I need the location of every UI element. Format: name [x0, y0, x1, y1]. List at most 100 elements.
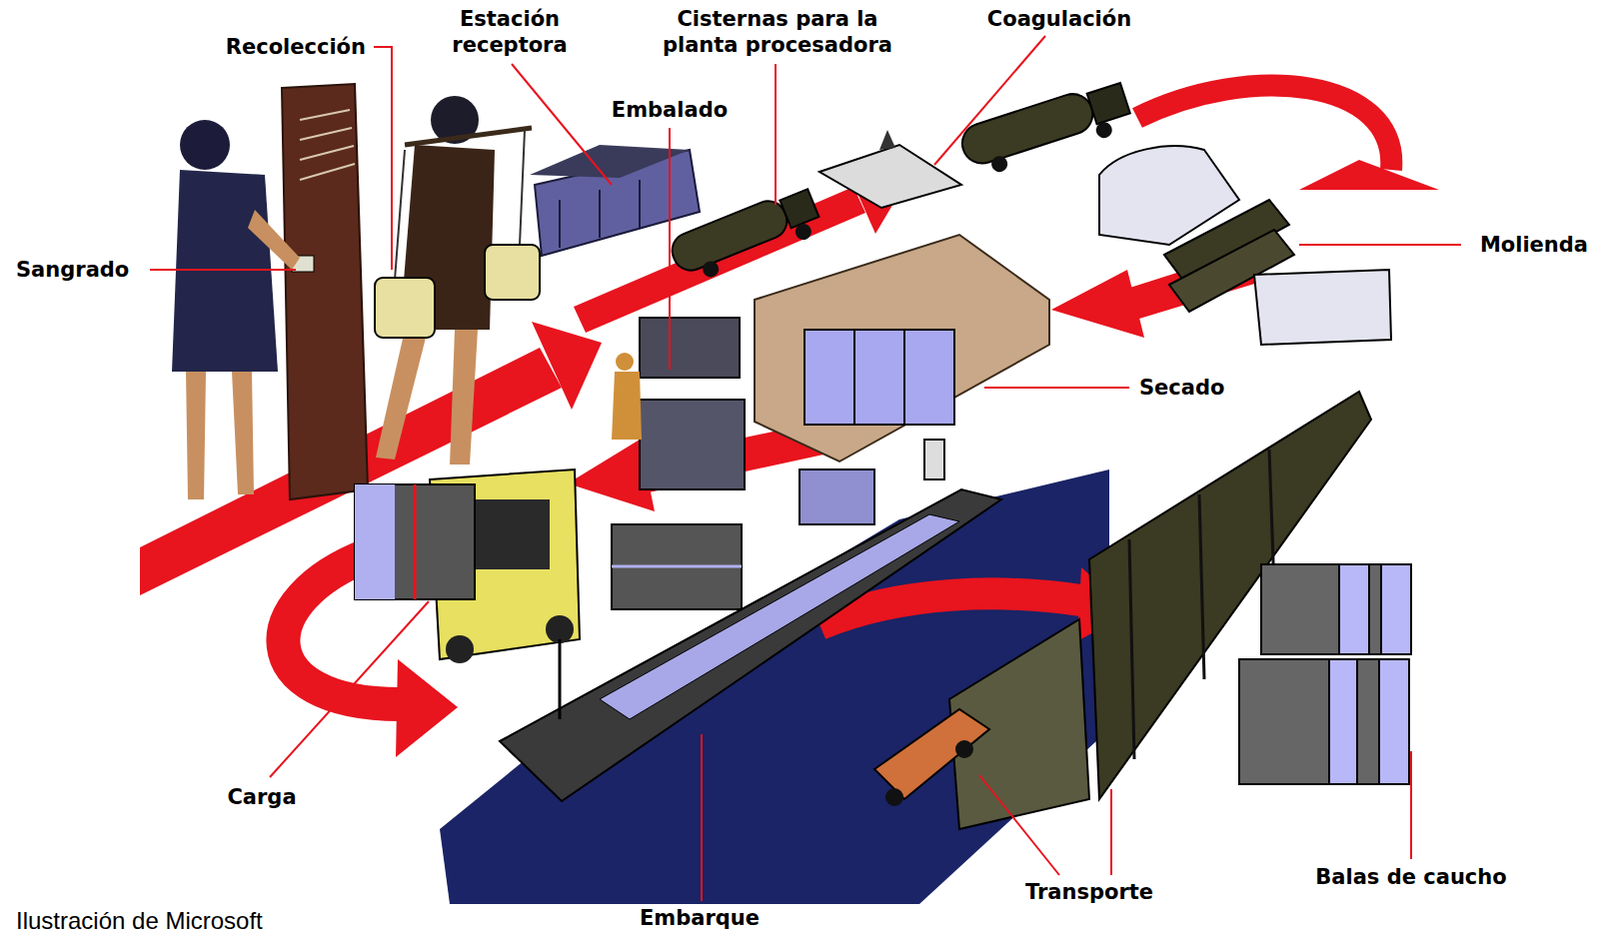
collector-figure [375, 329, 428, 460]
freight-train [1199, 494, 1205, 680]
drying-shed [754, 234, 1050, 462]
baling-station [615, 352, 634, 371]
leader-line [1110, 789, 1113, 876]
leader-line [1410, 751, 1413, 860]
stage-label: Carga [224, 784, 298, 811]
collector-figure [374, 95, 540, 465]
credit-text: Ilustración de Microsoft [13, 907, 265, 936]
coagulation-trough [819, 129, 962, 208]
flow-arrow [531, 321, 602, 410]
cargo-ship [499, 489, 1002, 802]
forklift [354, 484, 395, 600]
rubber-mill [1254, 269, 1392, 345]
tanker-truck [1094, 119, 1115, 140]
rubber-tree [281, 83, 368, 500]
delivery-truck [874, 709, 990, 807]
tanker-truck [666, 195, 792, 276]
tapper-figure [185, 371, 206, 500]
forklift [445, 635, 474, 664]
coagulation-trough [879, 129, 896, 150]
tapper-figure [179, 119, 230, 170]
stage-label: Embalado [609, 96, 730, 123]
leader-line [700, 734, 703, 902]
collector-figure [404, 127, 532, 145]
leader-line [774, 63, 777, 205]
stage-label: Embarque [637, 905, 762, 932]
rubber-bale-stack [1339, 564, 1370, 655]
collector-figure [374, 277, 435, 338]
flow-arrow [819, 593, 1088, 625]
forklift [413, 484, 417, 600]
leader-line [979, 775, 1060, 876]
rubber-bales [611, 524, 742, 610]
rubber-bale-stack [1239, 659, 1410, 785]
stage-label: Balas de caucho [1313, 864, 1509, 891]
cargo-ship [499, 439, 1002, 802]
forklift [354, 484, 475, 600]
collector-figure [519, 129, 525, 245]
tanker-truck [700, 258, 722, 280]
drying-shed [754, 234, 1050, 462]
flow-arrow [1051, 269, 1145, 338]
drying-shed [903, 329, 906, 425]
coagulation-trough [819, 144, 962, 208]
stage-label: Recolección [223, 33, 368, 60]
leader-line [984, 386, 1130, 389]
rubber-bale-stack [1329, 659, 1358, 785]
baling-station [611, 371, 642, 440]
rubber-bale-stack [1239, 564, 1412, 785]
tanker-truck [666, 184, 825, 288]
collector-figure [484, 244, 540, 300]
baling-station [639, 399, 745, 490]
rubber-tree [281, 83, 368, 500]
stage-label: Coagulación [985, 5, 1134, 32]
rubber-bale-stack [1379, 659, 1410, 785]
delivery-truck [885, 788, 904, 807]
rubber-bale-stack [1381, 564, 1412, 655]
rubber-tree [299, 163, 355, 180]
freight-train [1129, 539, 1135, 760]
rubber-bales [611, 565, 742, 569]
stage-label: Cisternas para la planta procesadora [640, 5, 915, 58]
leader-line [373, 46, 392, 270]
drying-shed [804, 329, 955, 425]
stage-label: Transporte [1023, 879, 1156, 906]
cargo-ship [599, 514, 960, 720]
drying-shed [853, 329, 856, 425]
forklift [469, 499, 550, 570]
flow-arrow [1299, 159, 1440, 190]
rubber-bales [611, 524, 742, 610]
leader-line [269, 601, 429, 778]
cargo-ship [924, 439, 945, 480]
tanker-truck [1087, 82, 1131, 124]
forklift [354, 469, 580, 664]
leader-line [934, 35, 1046, 165]
stage-label: Estación receptora [432, 5, 587, 58]
stage-label: Sangrado [13, 256, 131, 283]
collector-figure [394, 149, 405, 280]
leader-line [149, 268, 296, 271]
forklift [545, 615, 574, 644]
receiving-station [638, 179, 641, 228]
rubber-tree [299, 145, 354, 160]
baling-station [611, 317, 745, 490]
receiving-station [558, 199, 561, 248]
cargo-ship [558, 639, 562, 720]
tanker-truck [989, 153, 1010, 174]
baling-station [639, 317, 740, 378]
receiving-station [598, 189, 601, 238]
receiving-station [529, 144, 700, 256]
flow-arrow [395, 659, 458, 758]
tapper-figure [171, 119, 300, 500]
tapper-figure [231, 371, 254, 495]
leader-line [511, 63, 612, 185]
harbour-water [439, 469, 1110, 905]
tanker-truck [779, 188, 819, 228]
rubber-tree [299, 109, 350, 120]
harbour-water [439, 469, 1110, 905]
stage-label: Secado [1137, 374, 1227, 401]
leader-line [668, 127, 671, 370]
tanker-truck [957, 88, 1099, 169]
delivery-truck [874, 709, 990, 800]
